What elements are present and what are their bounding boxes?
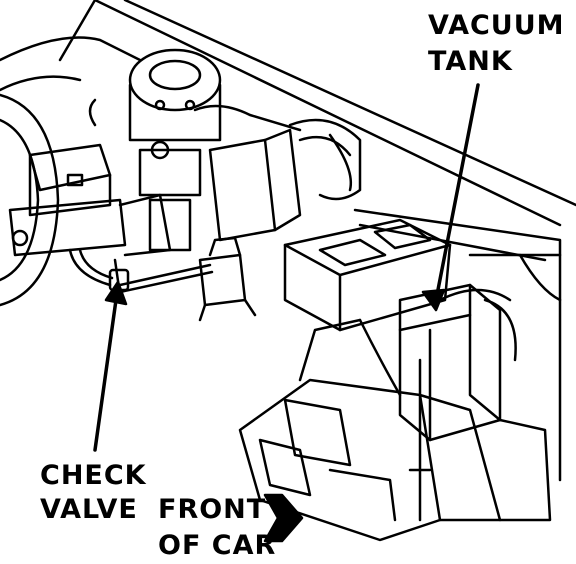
air-cleaner xyxy=(88,48,222,142)
vacuum-tank xyxy=(398,283,517,442)
brake-booster xyxy=(0,93,60,307)
vacuum-tank-arrow xyxy=(421,83,480,312)
vacuum-pump xyxy=(198,236,257,322)
check-valve-label-line2: VALVE xyxy=(40,494,138,525)
air-duct xyxy=(288,118,362,201)
brake-lines xyxy=(68,248,214,297)
battery xyxy=(283,218,452,332)
front-of-car-label-line2: OF CAR xyxy=(158,530,277,561)
front-of-car-arrow xyxy=(263,493,304,543)
front-structure xyxy=(238,318,552,542)
vacuum-tank-label-line1: VACUUM xyxy=(428,10,565,41)
check-valve-label-line1: CHECK xyxy=(40,460,147,491)
master-cylinder xyxy=(8,140,202,257)
hood-edge-lines xyxy=(0,0,576,227)
firewall xyxy=(353,208,562,482)
front-of-car-label-line1: FRONT xyxy=(158,494,267,525)
check-valve-arrow xyxy=(93,280,128,452)
vacuum-tank-label-line2: TANK xyxy=(428,46,513,77)
coolant-reservoir xyxy=(193,104,302,242)
